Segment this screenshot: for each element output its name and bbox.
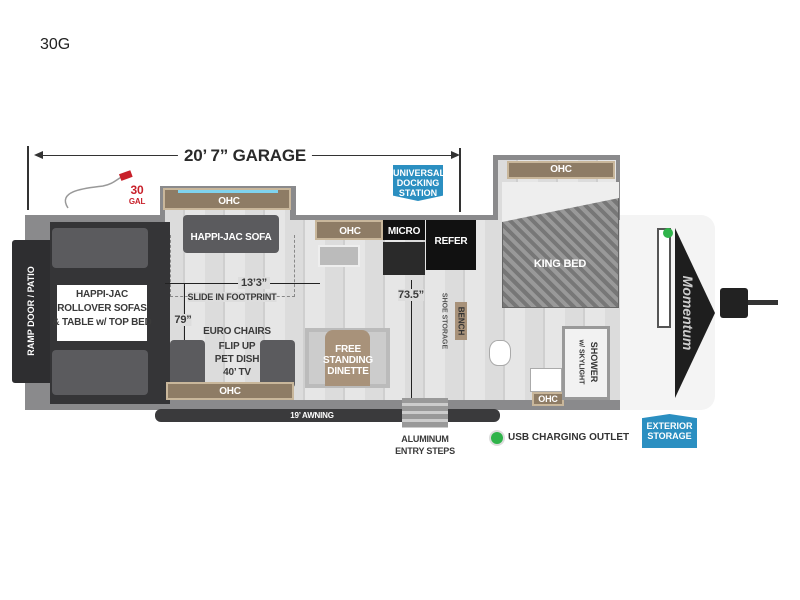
rollover-label-line3: & TABLE w/ TOP BED [52, 317, 152, 328]
height-dimension-line [184, 283, 185, 395]
garage-start-line [27, 146, 29, 210]
height-73-dimension: 73.5” [398, 289, 424, 301]
bedroom-ohc-label: OHC [550, 164, 572, 175]
dinette-label-3: DINETTE [327, 366, 369, 377]
awning-label: 19’ AWNING [290, 411, 334, 420]
fuel-unit: GAL [128, 197, 146, 206]
king-bed-label: KING BED [533, 258, 587, 270]
hitch-tongue [748, 300, 778, 305]
happi-jac-sofa [183, 215, 279, 253]
model-title: 30G [40, 36, 71, 53]
bedroom-ohc [507, 161, 615, 179]
rollover-label-line2: ROLLOVER SOFAS [57, 303, 147, 314]
ramp-door[interactable] [12, 240, 50, 383]
height-79-dimension: 79” [174, 314, 192, 326]
led-strip [178, 190, 278, 193]
width-dimension: 13’3” [238, 277, 270, 289]
usb-outlet-dot [663, 228, 673, 238]
entry-steps[interactable] [402, 398, 448, 428]
front-ohc [163, 188, 291, 210]
garage-end-line [459, 148, 461, 212]
arrow-right-icon [451, 151, 460, 159]
rollover-sofa-top [52, 228, 148, 268]
garage-label: 20’ 7” GARAGE [177, 146, 313, 166]
dinette-label-2: STANDING [323, 355, 373, 366]
euro-chair-right [260, 340, 295, 388]
kitchen-sink [318, 245, 360, 267]
usb-legend-dot [491, 432, 503, 444]
exterior-storage-badge: EXTERIOR STORAGE [642, 414, 697, 448]
pet-dish-label: PET DISH [214, 354, 260, 365]
tv-label: 40’ TV [223, 367, 251, 378]
microwave [383, 220, 425, 240]
rollover-label-box: HAPPI-JAC ROLLOVER SOFAS & TABLE w/ TOP … [52, 285, 152, 341]
shower [562, 326, 610, 400]
rear-ohc [166, 382, 294, 400]
slide-footprint-outline [170, 235, 295, 297]
rollover-label-line1: HAPPI-JAC [75, 289, 129, 300]
fuel-pump-icon [64, 170, 133, 209]
flip-up-label: FLIP UP [218, 341, 256, 352]
universal-docking-station-badge: UNIVERSAL DOCKING STATION [393, 165, 443, 201]
rollover-sofa-bottom [52, 350, 148, 395]
kitchen-ohc [315, 220, 383, 240]
usb-legend-label: USB CHARGING OUTLET [508, 432, 630, 443]
bench-label: BENCH [456, 306, 466, 336]
microwave-label: MICRO [387, 226, 421, 237]
stove [383, 242, 425, 275]
dinette-tabletop [325, 330, 370, 386]
brand-logo: Momentum [680, 275, 696, 351]
front-ohc-label: OHC [218, 196, 240, 207]
steps-label-2: ENTRY STEPS [395, 446, 455, 456]
shower-label: SHOWER [589, 341, 599, 383]
euro-chairs-label: EURO CHAIRS [203, 326, 271, 337]
dinette-label-1: FREE [335, 344, 361, 355]
bench-shoe-storage [455, 302, 467, 340]
skylight-label: w/ SKYLIGHT [577, 339, 585, 385]
fuel-capacity: 30 [130, 183, 144, 197]
bath-ohc-label: OHC [538, 394, 558, 404]
bathroom-sink [530, 368, 562, 392]
ramp-door-label: RAMP DOOR / PATIO [26, 266, 36, 356]
height-73-line [411, 280, 412, 398]
front-cabinet [657, 228, 671, 328]
toilet [489, 340, 511, 366]
refrigerator [426, 220, 476, 270]
hitch [720, 288, 748, 318]
slide-footprint-label: SLIDE IN FOOTPRINT [187, 292, 277, 302]
shoe-storage-label: SHOE STORAGE [440, 292, 448, 350]
kitchen-ohc-label: OHC [339, 226, 361, 237]
rear-ohc-label: OHC [219, 386, 241, 397]
euro-chair-left [170, 340, 205, 388]
steps-label-1: ALUMINUM [401, 434, 449, 444]
happi-jac-sofa-label: HAPPI-JAC SOFA [190, 232, 272, 243]
refrigerator-label: REFER [434, 236, 468, 247]
arrow-left-icon [34, 151, 43, 159]
